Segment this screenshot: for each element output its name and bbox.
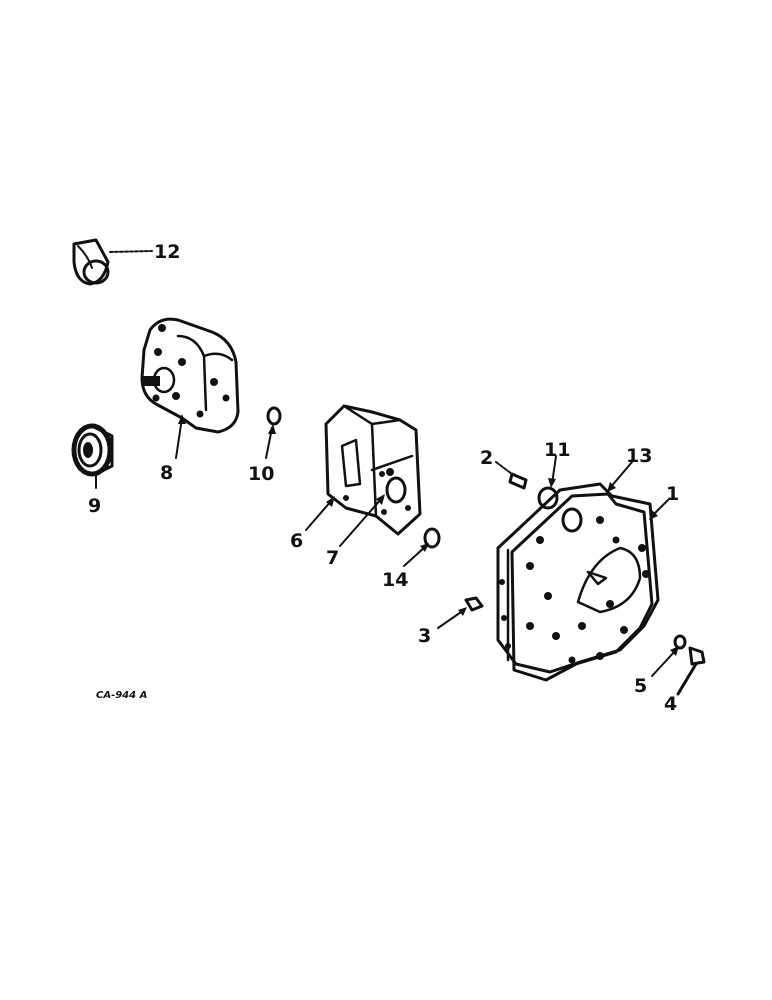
drawing-code: CA-944 A: [96, 690, 147, 701]
callout-2: 2: [480, 447, 493, 469]
part-9-gear: [71, 423, 114, 477]
part-1-13-plate: [496, 482, 660, 682]
leader-3: [437, 607, 467, 629]
callout-9: 9: [88, 495, 101, 517]
callout-8: 8: [160, 462, 173, 484]
part-14-washer: [423, 527, 441, 549]
leader-10: [265, 424, 276, 459]
part-11-ring: [537, 486, 559, 510]
callout-7: 7: [326, 547, 339, 569]
leader-6: [305, 496, 335, 531]
leader-5: [651, 646, 679, 677]
callout-1: 1: [666, 483, 679, 505]
part-3-pin: [464, 596, 484, 612]
part-2-pin: [508, 472, 528, 490]
leader-2: [495, 461, 513, 475]
part-10-ring: [266, 406, 282, 426]
callout-4: 4: [664, 693, 677, 715]
leader-13: [607, 461, 633, 492]
callout-13: 13: [626, 445, 652, 467]
part-5-washer: [673, 634, 687, 650]
leader-11: [548, 455, 557, 488]
callout-10: 10: [248, 463, 274, 485]
callout-14: 14: [382, 569, 408, 591]
part-8-pump: [140, 317, 240, 434]
callout-12: 12: [154, 241, 180, 263]
part-4-bolt: [676, 646, 706, 696]
leader-8: [175, 414, 186, 459]
part-12-elbow: [72, 238, 110, 286]
part-6-7-adapter: [324, 404, 422, 536]
callout-3: 3: [418, 625, 431, 647]
callout-11: 11: [544, 439, 570, 461]
leader-14: [403, 543, 429, 567]
leader-12: [109, 250, 153, 253]
callout-6: 6: [290, 530, 303, 552]
callout-5: 5: [634, 675, 647, 697]
leader-1: [649, 499, 669, 520]
leader-7: [339, 494, 385, 547]
